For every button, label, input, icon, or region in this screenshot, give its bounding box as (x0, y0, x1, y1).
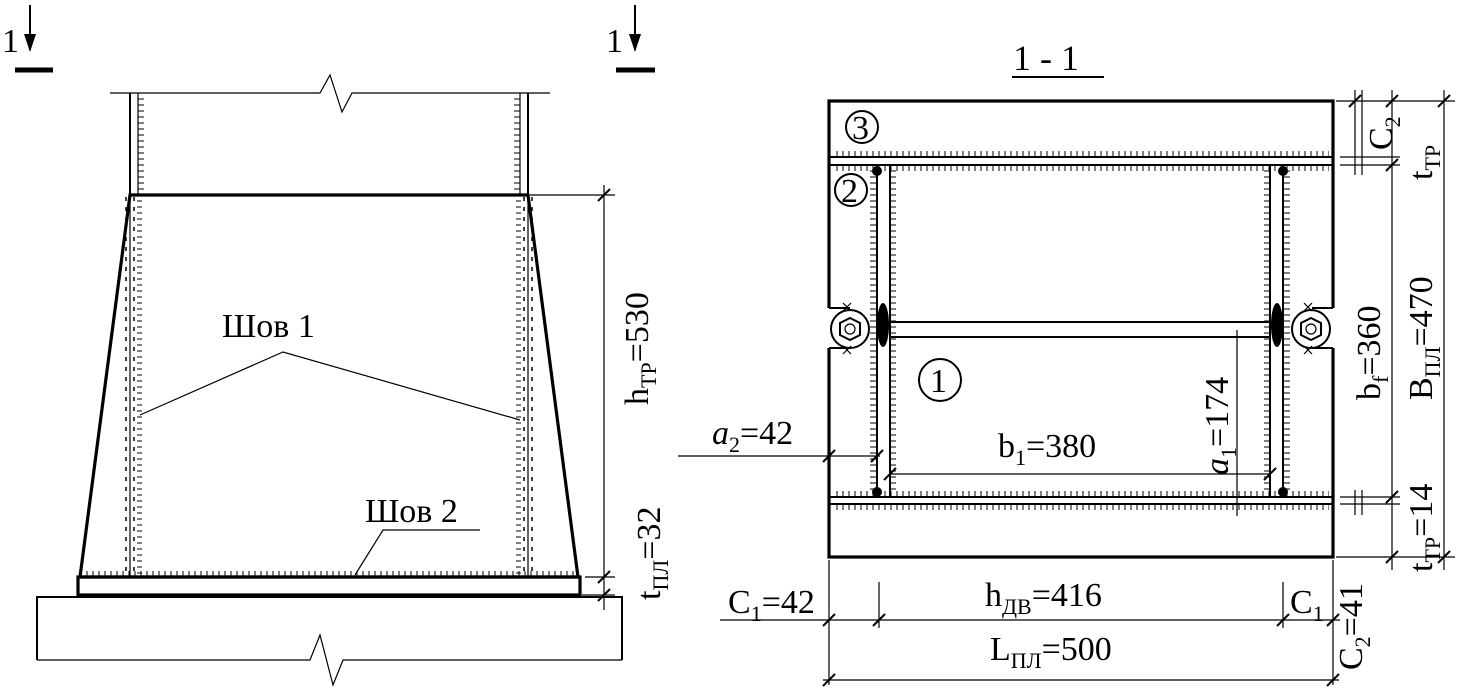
weld-1-seam-right (516, 197, 533, 575)
left-elevation-view: Шов 1 Шов 2 hТР=530 tПЛ=32 (36, 73, 673, 687)
svg-text:3: 3 (852, 110, 869, 147)
dim-b-pl-label: BПЛ=470 (1403, 276, 1445, 400)
dim-l-pl-label: LПЛ=500 (990, 631, 1112, 673)
dim-bottom-chain (720, 560, 1340, 687)
dim-right-chain (1336, 90, 1455, 570)
dim-t-pl: tПЛ=32 (582, 507, 673, 602)
column-flange-right (514, 93, 529, 195)
dim-t-pl-label: tПЛ=32 (631, 507, 673, 600)
weld-1-label: Шов 1 (222, 308, 315, 345)
dim-b1: b1=380 (883, 428, 1277, 481)
part-bubble-2: 2 (834, 173, 868, 210)
dim-c1-left-label: C1=42 (728, 584, 815, 626)
bottom-break-line (37, 633, 622, 687)
svg-text:1: 1 (930, 363, 947, 400)
dim-c2-top-label: C2 (1363, 116, 1405, 150)
dim-h-dv-label: hДВ=416 (985, 577, 1102, 619)
dim-a2: a2=42 (678, 415, 884, 463)
column-web (889, 321, 1271, 338)
weld-1-leader (139, 351, 521, 421)
section-marker-right: 1 (606, 5, 655, 73)
anchor-bolt-left (830, 302, 889, 355)
dim-c2-bottom-label: C2=41 (1333, 583, 1375, 670)
right-section-view: 1 - 1 (678, 38, 1455, 687)
dim-b1-label: b1=380 (998, 428, 1096, 470)
dim-a1-label: a1=174 (1199, 377, 1241, 475)
dim-t-tr-bottom-label: tТР=14 (1403, 484, 1445, 572)
dim-b-f-label: bf=360 (1351, 305, 1393, 400)
section-marker-left: 1 (2, 5, 53, 73)
foundation-outline (36, 596, 623, 660)
dim-h-tr-label: hТР=530 (619, 292, 661, 405)
weld-1-seam-left (125, 197, 142, 575)
base-plate (76, 575, 582, 597)
part-bubble-1: 1 (918, 358, 962, 402)
weld-2-label: Шов 2 (365, 493, 458, 530)
anchor-bolt-right (1271, 302, 1331, 355)
dim-a2-label: a2=42 (712, 415, 793, 457)
section-marker-number: 1 (2, 23, 19, 60)
weld-2-seam (82, 571, 576, 577)
section-title: 1 - 1 (1013, 38, 1079, 78)
dim-a1: a1=174 (1199, 330, 1241, 516)
dim-c1-right-label: C1 (1290, 584, 1324, 626)
top-break-line (110, 73, 550, 114)
dim-t-tr-top-label: tТР (1403, 145, 1445, 180)
dim-h-tr: hТР=530 (530, 185, 661, 610)
column-flange-left (129, 93, 144, 195)
section-marker-number: 1 (606, 23, 623, 60)
part-bubble-3: 3 (845, 110, 879, 147)
traverse-outline (78, 193, 580, 579)
weld-2-leader (354, 529, 480, 576)
svg-text:2: 2 (841, 173, 858, 210)
